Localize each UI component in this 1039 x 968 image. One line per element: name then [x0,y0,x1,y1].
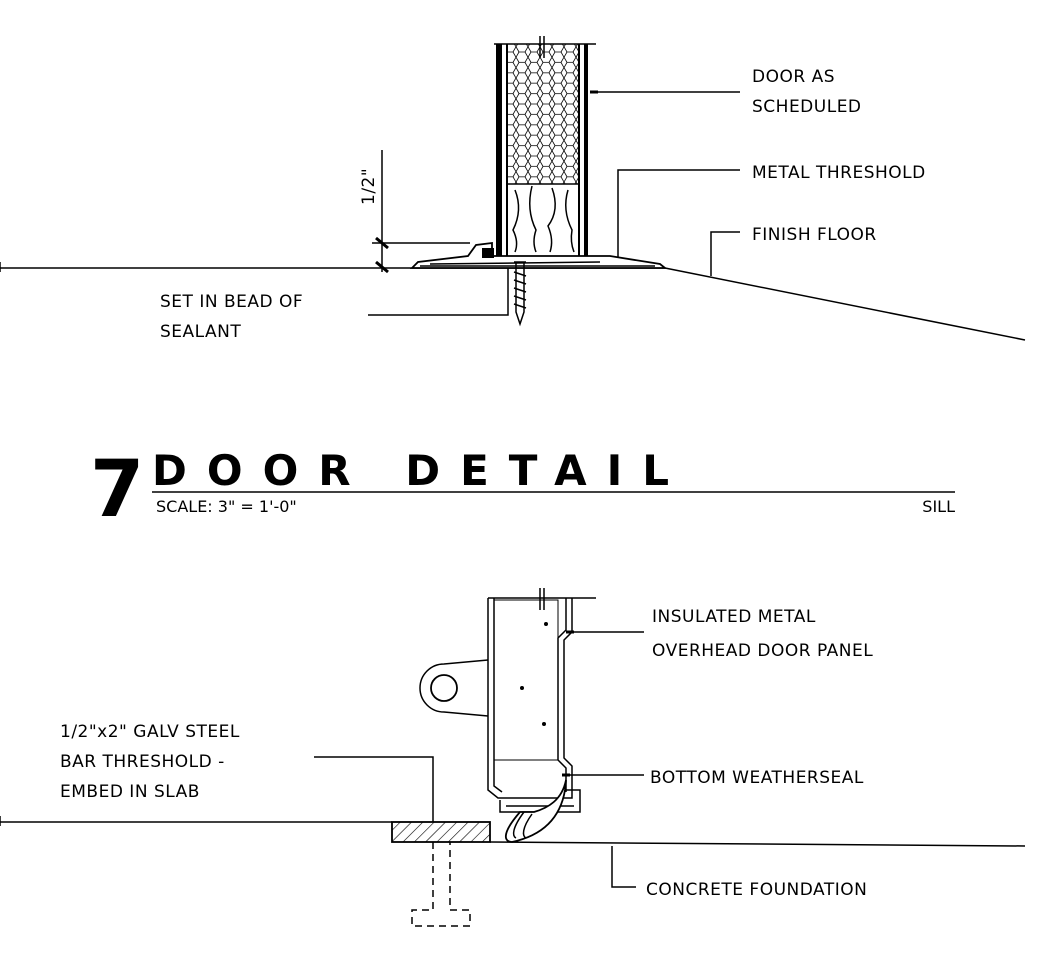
steel-bar-threshold [391,821,491,843]
detail-number: 7 [90,445,144,535]
upper-detail: 1/2" DOOR AS SCHEDULED METAL THRESHOLD F… [0,36,1026,342]
hinge-hole [430,674,458,702]
seal-label: BOTTOM WEATHERSEAL [650,768,864,788]
dimension-label: 1/2" [359,168,379,205]
bar-label-line2: BAR THRESHOLD - [60,752,225,772]
sill-label: SILL [922,497,955,516]
sealant-leader [368,268,509,316]
scale-label: SCALE: 3" = 1'-0" [156,497,297,516]
bar-leader [314,756,434,822]
foundation-label: CONCRETE FOUNDATION [646,880,867,900]
hinge-lug [419,659,489,717]
lower-detail: INSULATED METAL OVERHEAD DOOR PANEL BOTT… [0,588,1026,927]
threshold-label: METAL THRESHOLD [752,163,926,183]
floor-slope-line [664,267,1026,341]
overhead-door-panel [419,588,596,813]
anchor-screw [513,261,527,327]
sealant-label-line1: SET IN BEAD OF [160,292,303,312]
threshold-stop [482,248,494,258]
door-label-line1: DOOR AS [752,67,835,87]
door-section [496,44,588,258]
foundation-leader [611,846,636,888]
bar-label-line3: EMBED IN SLAB [60,782,200,802]
detail-title: DOOR DETAIL [152,446,689,495]
title-block: 7 DOOR DETAIL SCALE: 3" = 1'-0" SILL [90,445,955,535]
floor-leader [710,231,740,276]
threshold-leader [617,169,740,258]
foundation-line [489,841,1026,847]
bottom-weatherseal [504,779,567,843]
dimension-half-inch: 1/2" [359,150,470,274]
panel-label-line2: OVERHEAD DOOR PANEL [652,641,873,661]
floor-label: FINISH FLOOR [752,225,877,245]
panel-label-line1: INSULATED METAL [652,607,816,627]
door-label-line2: SCHEDULED [752,97,862,117]
honeycomb-core [507,44,579,184]
bar-label-line1: 1/2"x2" GALV STEEL [60,722,240,742]
sealant-label-line2: SEALANT [160,322,241,342]
embed-anchor-hidden [411,842,471,927]
